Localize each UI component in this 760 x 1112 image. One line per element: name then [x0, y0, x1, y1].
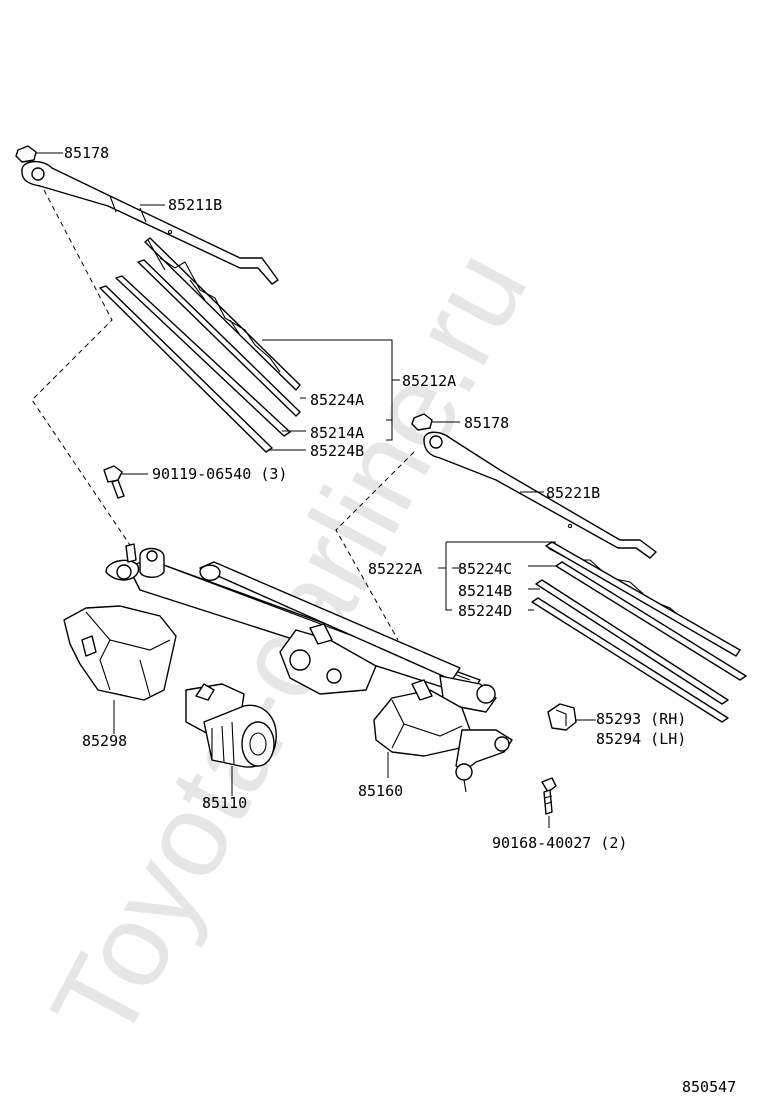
- left-wiper-blade: [99, 237, 301, 453]
- label-85178-left: 85178: [64, 144, 109, 162]
- clip-85293-85294: [547, 703, 596, 731]
- label-85224A: 85224A: [310, 391, 364, 409]
- label-85178-right: 85178: [464, 414, 509, 432]
- label-85211B: 85211B: [168, 196, 222, 214]
- right-wiper-arm: [423, 431, 657, 559]
- screw-90168: [541, 777, 557, 828]
- pivot-bracket-85160: [373, 679, 513, 793]
- label-85214B: 85214B: [458, 582, 512, 600]
- label-85224D: 85224D: [458, 602, 512, 620]
- figure-id: 850547: [682, 1078, 736, 1096]
- wiper-motor-85110: [185, 683, 277, 796]
- label-85222A: 85222A: [368, 560, 422, 578]
- label-85224B: 85224B: [310, 442, 364, 460]
- right-arm-nut: [411, 413, 460, 431]
- bolt-90119: [103, 465, 148, 499]
- label-85224C: 85224C: [458, 560, 512, 578]
- label-85110: 85110: [202, 794, 247, 812]
- left-wiper-arm: [21, 161, 279, 285]
- label-90119-06540: 90119-06540 (3): [152, 465, 287, 483]
- label-85212A: 85212A: [402, 372, 456, 390]
- left-arm-nut: [15, 145, 63, 163]
- label-85293-rh: 85293 (RH): [596, 710, 686, 728]
- label-85160: 85160: [358, 782, 403, 800]
- label-85214A: 85214A: [310, 424, 364, 442]
- motor-cover-85298: [63, 605, 177, 734]
- label-85294-lh: 85294 (LH): [596, 730, 686, 748]
- label-85221B: 85221B: [546, 484, 600, 502]
- wiper-linkage: [105, 543, 497, 713]
- label-90168-40027: 90168-40027 (2): [492, 834, 627, 852]
- label-85298: 85298: [82, 732, 127, 750]
- right-wiper-blade: [531, 541, 747, 723]
